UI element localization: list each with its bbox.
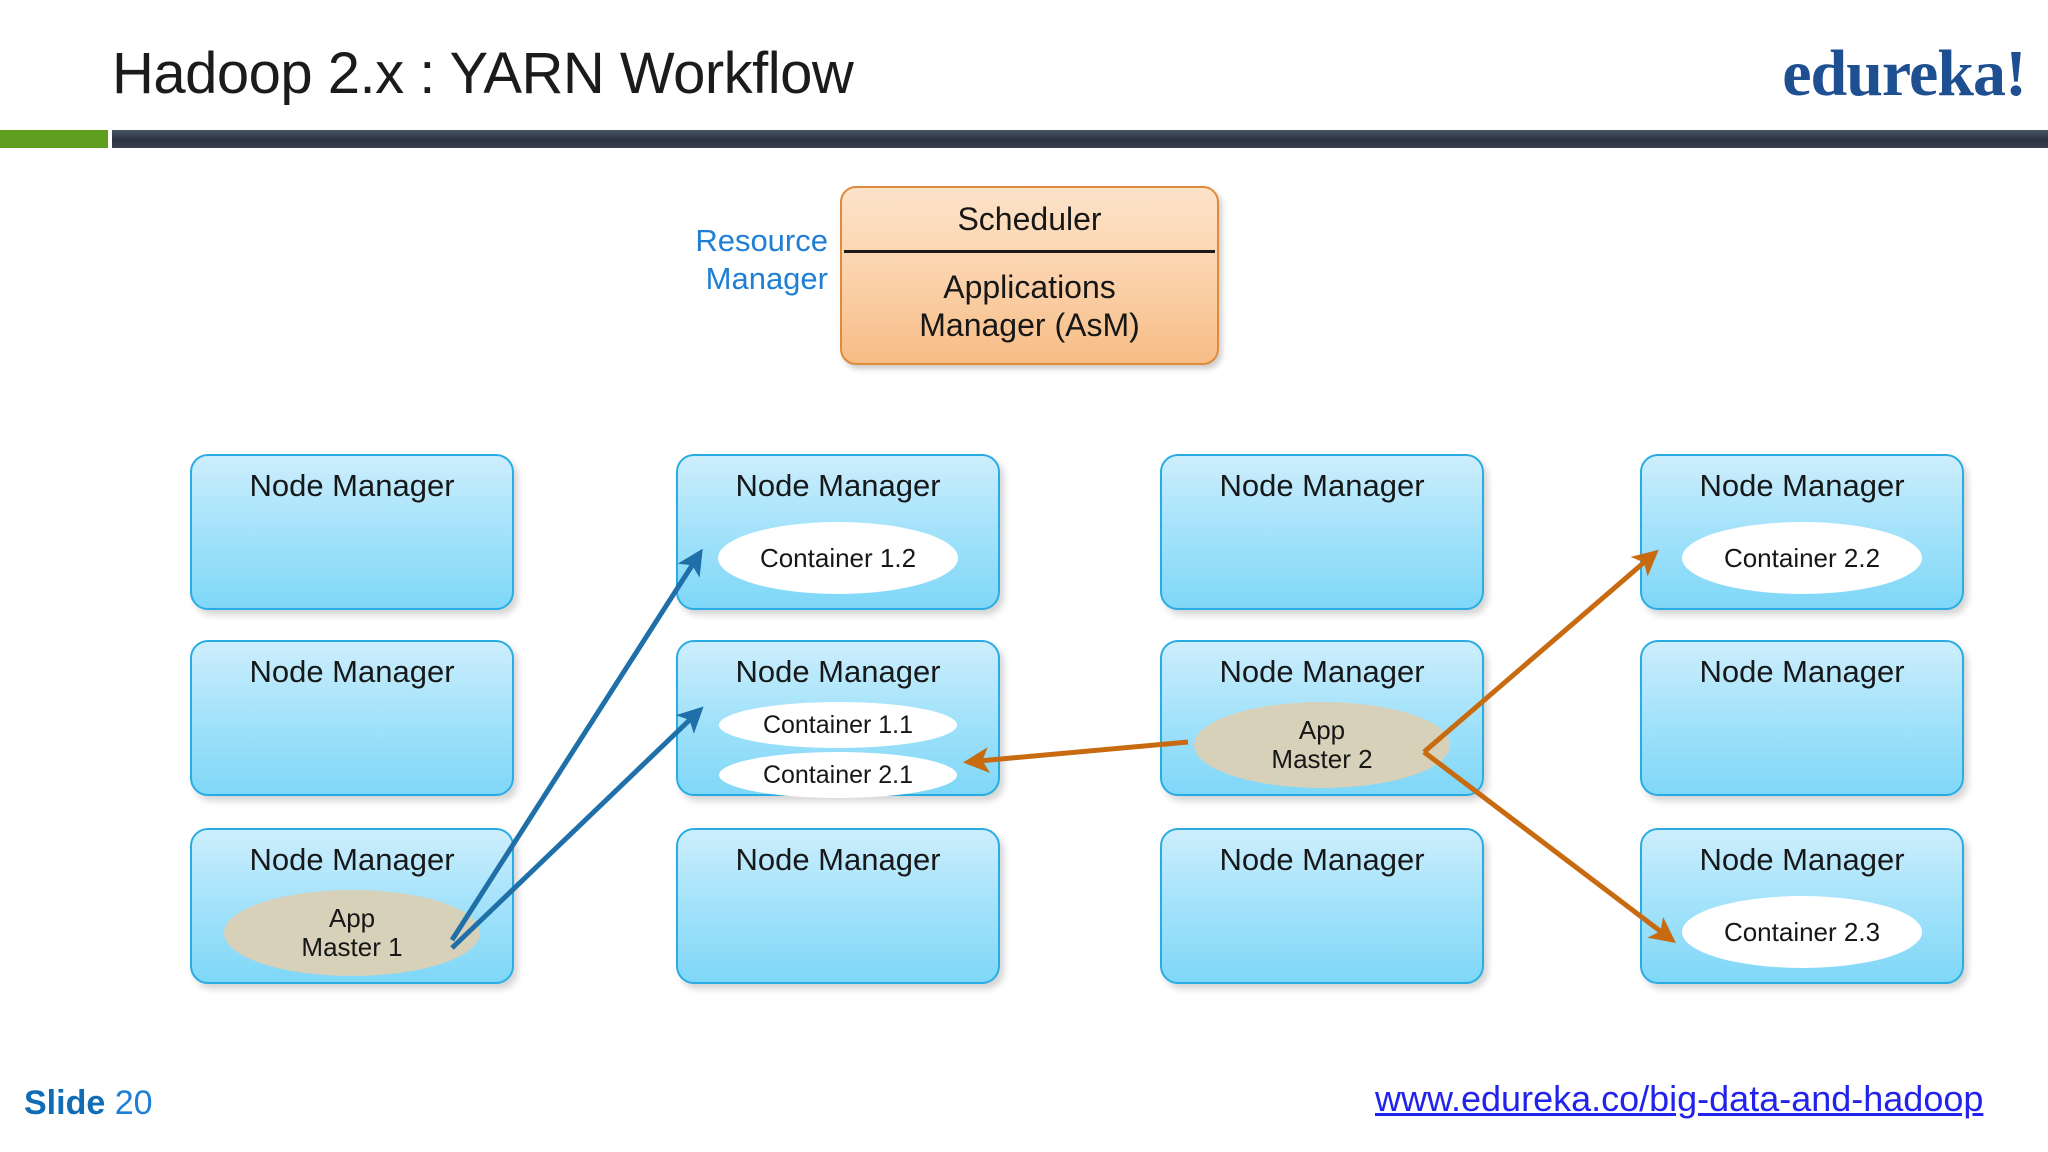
node-manager-box: Node Manager <box>190 640 514 796</box>
applications-manager-section: Applications Manager (AsM) <box>842 253 1217 363</box>
node-manager-box: Node Manager <box>190 454 514 610</box>
scheduler-section: Scheduler <box>957 200 1102 237</box>
node-manager-label: Node Manager <box>735 654 941 689</box>
node-manager-label: Node Manager <box>1219 654 1425 689</box>
course-url-link[interactable]: www.edureka.co/big-data-and-hadoop <box>1375 1078 1984 1119</box>
slide-number: 20 <box>114 1084 153 1122</box>
container-ellipse: Container 2.3 <box>1682 896 1922 968</box>
node-manager-label: Node Manager <box>1219 842 1425 877</box>
container-ellipse: Container 1.2 <box>718 522 958 594</box>
node-manager-box: Node Manager <box>1160 828 1484 984</box>
app-master-line: App <box>328 902 376 933</box>
node-manager-label: Node Manager <box>1699 654 1905 689</box>
container-ellipse: Container 1.1 <box>719 702 957 748</box>
node-manager-label: Node Manager <box>249 654 455 689</box>
slide-header: Hadoop 2.x : YARN Workflow edureka! <box>0 0 2048 150</box>
resource-manager-label-line1: Resource <box>695 223 828 258</box>
edureka-logo: edureka! <box>1782 37 2027 110</box>
app-master-line: Master 1 <box>301 932 403 962</box>
node-manager-label: Node Manager <box>1699 842 1905 877</box>
resource-manager-divider <box>844 250 1215 253</box>
resource-manager-box: Scheduler Applications Manager (AsM) <box>840 186 1219 365</box>
asm-line1: Applications <box>943 268 1116 305</box>
node-manager-label: Node Manager <box>1219 468 1425 503</box>
node-manager-box: Node Manager <box>1160 454 1484 610</box>
asm-line2: Manager (AsM) <box>919 307 1140 343</box>
header-rule-green <box>0 130 108 148</box>
page-title: Hadoop 2.x : YARN Workflow <box>112 41 854 106</box>
container-ellipse: Container 2.1 <box>719 752 957 798</box>
node-manager-label: Node Manager <box>249 468 455 503</box>
header-rule-dark <box>112 130 2048 148</box>
resource-manager-label-line2: Manager <box>705 260 828 296</box>
node-manager-label: Node Manager <box>1699 468 1905 503</box>
container-ellipse: Container 2.2 <box>1682 522 1922 594</box>
app-master-line: Master 2 <box>1271 744 1373 774</box>
node-manager-label: Node Manager <box>735 468 941 503</box>
slide-word: Slide <box>24 1084 106 1122</box>
node-manager-box: Node Manager <box>1640 640 1964 796</box>
node-manager-label: Node Manager <box>735 842 941 877</box>
node-manager-box: Node Manager <box>676 828 1000 984</box>
app-master-line: App <box>1298 714 1346 745</box>
node-manager-label: Node Manager <box>249 842 455 877</box>
resource-manager-label: Resource Manager <box>688 222 828 298</box>
slide-indicator: Slide 20 <box>24 1084 153 1123</box>
